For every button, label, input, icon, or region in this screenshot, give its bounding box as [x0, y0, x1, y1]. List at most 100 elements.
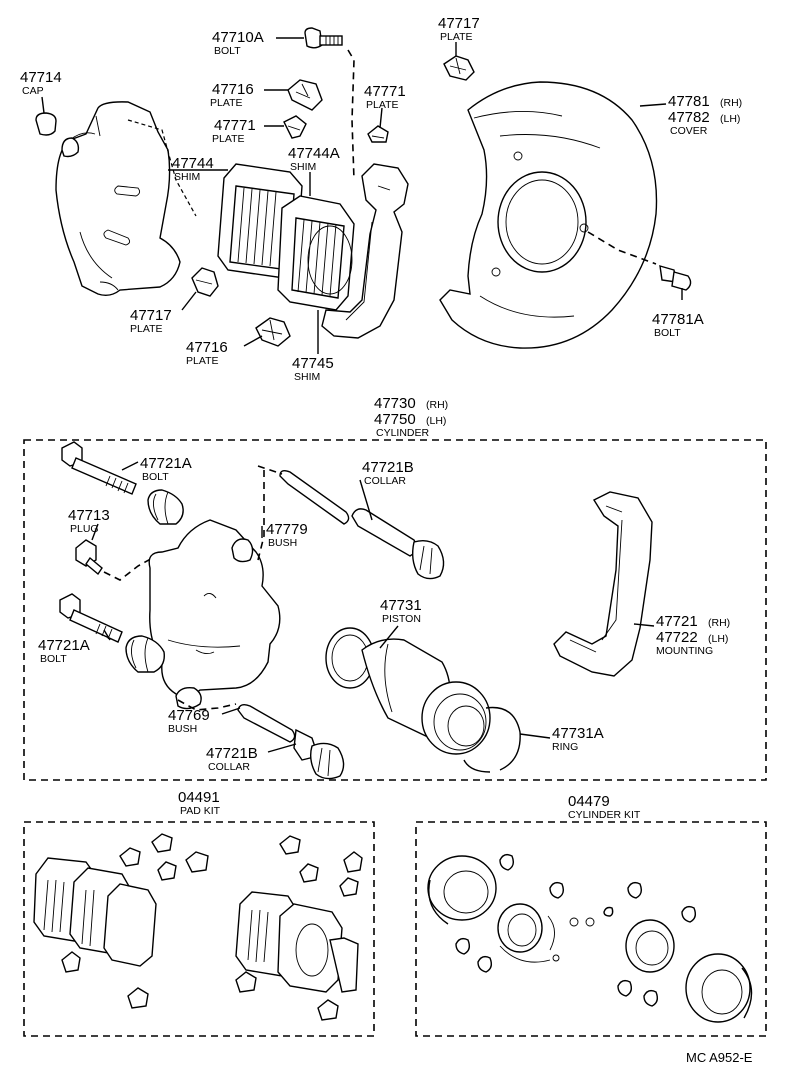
part-number: 47731 — [380, 597, 422, 614]
side-lh: (LH) — [426, 415, 446, 427]
part-name: COLLAR — [208, 761, 250, 773]
part-number: 47721A — [140, 455, 192, 472]
part-name: SHIM — [290, 161, 316, 173]
part-name: BOLT — [142, 471, 169, 483]
label-47781-47782: 47781 (RH) 47782 (LH) COVER — [668, 93, 742, 137]
cylinder-group-outline — [23, 439, 767, 781]
label-47745: 47745 SHIM — [292, 355, 334, 383]
label-47721-47722: 47721 (RH) 47722 (LH) MOUNTING — [656, 613, 730, 657]
part-name: BUSH — [268, 537, 297, 549]
part-number: 47721B — [362, 459, 414, 476]
part-number: 47714 — [20, 69, 62, 86]
bolt-47781A-part — [659, 265, 692, 291]
pad-kit-outline — [23, 821, 375, 1037]
side-rh: (RH) — [426, 399, 448, 411]
part-number: 47713 — [68, 507, 110, 524]
label-47717-top: 47717 PLATE — [438, 15, 480, 43]
pad-kit-pads-right-part — [235, 891, 359, 993]
cylinder-kit-parts — [427, 853, 753, 1023]
plate-47771-right-part — [367, 125, 389, 143]
part-name: PLATE — [366, 99, 398, 111]
part-name: RING — [552, 741, 578, 753]
plate-47716-lower-part — [255, 317, 291, 347]
bolt-47710A-part — [304, 27, 355, 181]
part-number-lh: 47722 — [656, 629, 698, 646]
part-name: SHIM — [174, 171, 200, 183]
label-47721B-lower: 47721B COLLAR — [206, 745, 258, 773]
mounting-part — [553, 491, 653, 677]
piston-part — [325, 627, 491, 755]
part-number-rh: 47730 — [374, 395, 416, 412]
part-number: 47717 — [438, 15, 480, 32]
pad-kit-pads-left-part — [33, 857, 157, 967]
figure-code: MC A952-E — [686, 1050, 753, 1065]
part-number: 47744 — [172, 155, 214, 172]
part-number: 47710A — [212, 29, 264, 46]
part-name: PISTON — [382, 613, 421, 625]
caliper-body-part — [55, 101, 197, 297]
part-name: PLATE — [130, 323, 162, 335]
part-number-rh: 47721 — [656, 613, 698, 630]
label-47731A: 47731A RING — [552, 725, 604, 753]
part-number: 47745 — [292, 355, 334, 372]
label-04479: 04479 CYLINDER KIT — [568, 793, 641, 821]
bush-47769-part — [237, 703, 296, 743]
plug-part — [75, 539, 157, 581]
part-number: 47779 — [266, 521, 308, 538]
side-rh: (RH) — [708, 617, 730, 629]
mounting-top-part — [321, 163, 409, 339]
side-rh: (RH) — [720, 97, 742, 109]
part-number-rh: 47781 — [668, 93, 710, 110]
ring-part — [463, 706, 521, 773]
side-lh: (LH) — [708, 633, 728, 645]
part-name: MOUNTING — [656, 645, 713, 657]
leader-lines — [91, 37, 683, 753]
part-name: COLLAR — [364, 475, 406, 487]
label-47731: 47731 PISTON — [380, 597, 422, 625]
part-number: 47716 — [186, 339, 228, 356]
brake-pad-assembly-part — [217, 163, 355, 311]
part-name: SHIM — [294, 371, 320, 383]
label-47716-lower: 47716 PLATE — [186, 339, 228, 367]
part-name: CYLINDER — [376, 427, 430, 439]
part-number: 47716 — [212, 81, 254, 98]
cylinder-kit-outline — [415, 821, 767, 1037]
bolt-47721A-upper-part — [61, 441, 137, 495]
label-47771-left: 47771 PLATE — [212, 117, 256, 145]
part-name: BOLT — [40, 653, 67, 665]
label-47710A: 47710A BOLT — [212, 29, 264, 57]
part-number: 47781A — [652, 311, 704, 328]
kit-number: 04491 — [178, 789, 220, 806]
part-name: PLATE — [212, 133, 244, 145]
label-47721A-lower: 47721A BOLT — [38, 637, 90, 665]
part-name: BUSH — [168, 723, 197, 735]
part-name: PLATE — [440, 31, 472, 43]
label-04491: 04491 PAD KIT — [178, 789, 221, 817]
bush-47779-part — [257, 465, 350, 561]
plate-47716-part — [287, 79, 323, 111]
part-name: BOLT — [654, 327, 681, 339]
part-number-lh: 47782 — [668, 109, 710, 126]
label-47717-lower: 47717 PLATE — [130, 307, 172, 335]
label-47716-top: 47716 PLATE — [210, 81, 254, 109]
cover-part — [439, 81, 658, 349]
part-number: 47717 — [130, 307, 172, 324]
kit-name: CYLINDER KIT — [568, 809, 641, 821]
label-47779: 47779 BUSH — [266, 521, 308, 549]
plate-47717-lower-part — [191, 267, 219, 297]
part-number: 47769 — [168, 707, 210, 724]
part-number: 47731A — [552, 725, 604, 742]
dust-boot-upper-part — [147, 489, 184, 525]
label-47781A: 47781A BOLT — [652, 311, 704, 339]
cylinder-body-part — [148, 519, 281, 711]
part-number: 47721B — [206, 745, 258, 762]
part-name: PLATE — [186, 355, 218, 367]
label-47714: 47714 CAP — [20, 69, 62, 97]
label-47730-47750: 47730 (RH) 47750 (LH) CYLINDER — [374, 395, 448, 439]
plate-47771-part — [283, 115, 307, 139]
plate-47717-top-part — [443, 55, 475, 81]
part-name: COVER — [670, 125, 708, 137]
part-number: 47771 — [214, 117, 256, 134]
part-name: PLATE — [210, 97, 242, 109]
